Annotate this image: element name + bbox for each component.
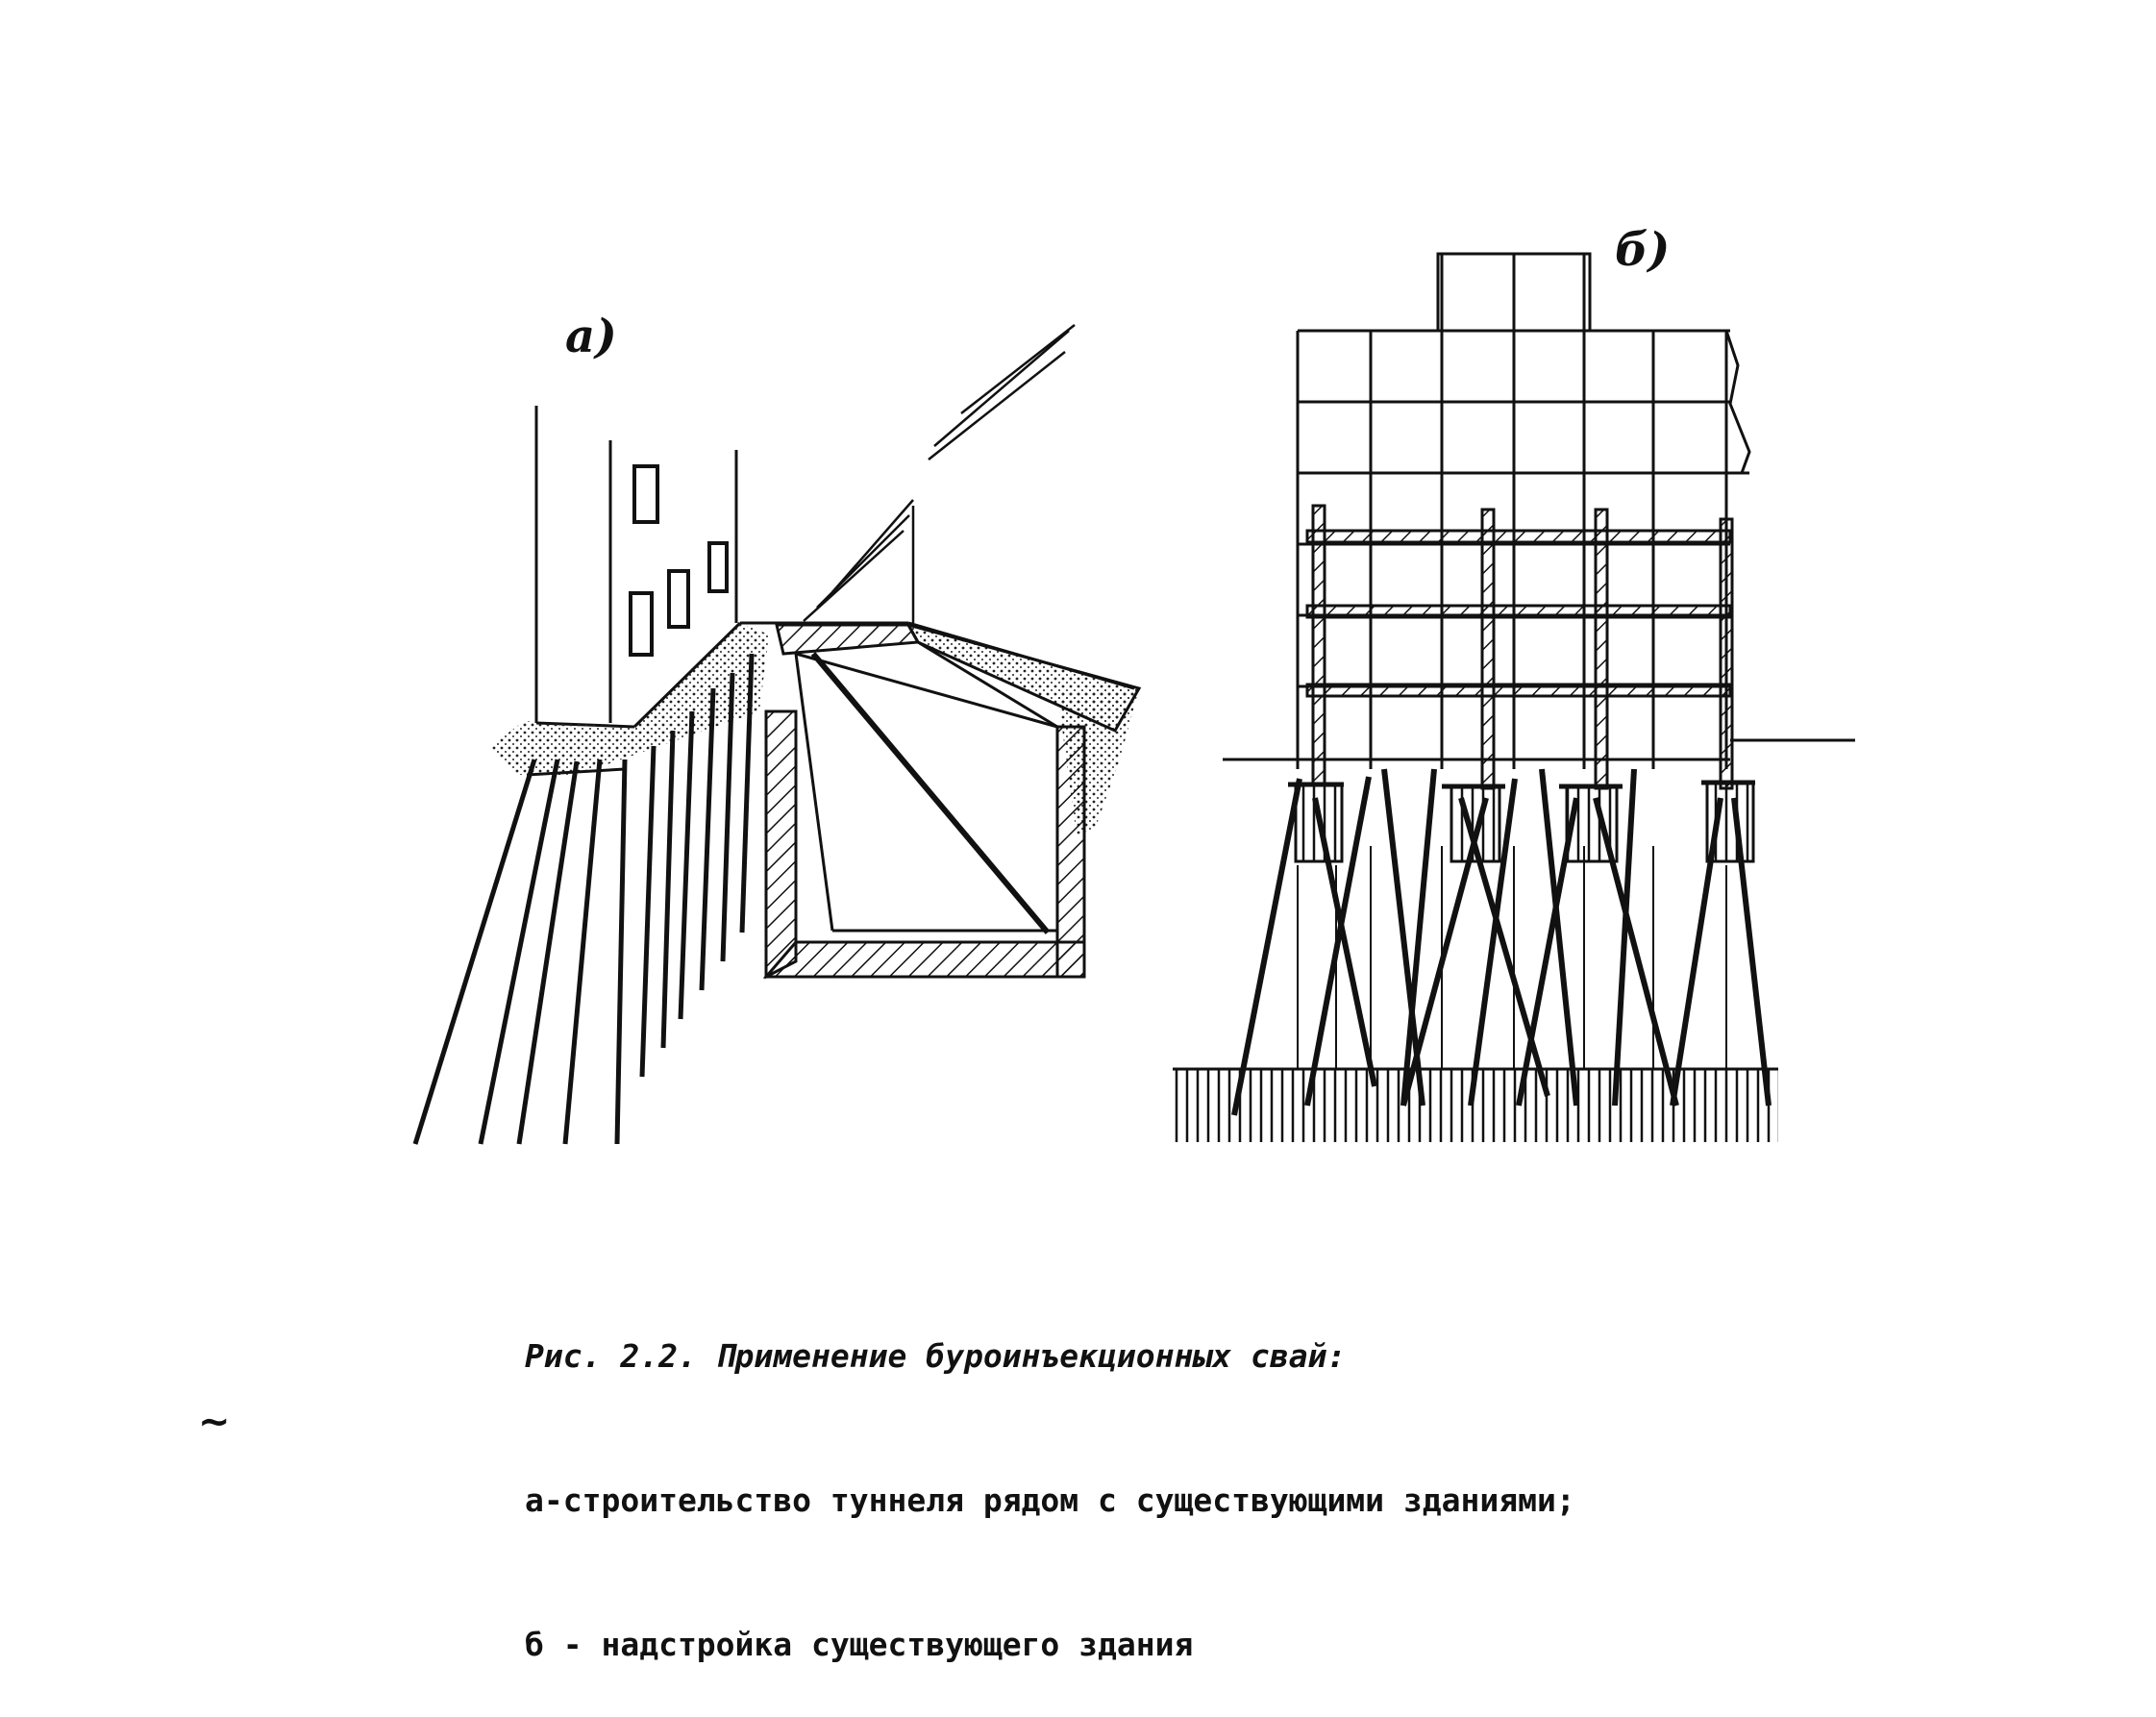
tunnel (762, 622, 1142, 980)
panel-b-drawing (1173, 252, 1855, 1142)
injection-piles-a (412, 653, 755, 1145)
adjacent-building-hatch (803, 324, 1076, 623)
caption-line-a: а-строительство туннеля рядом с существу… (525, 1481, 1575, 1519)
soil-strokes-b (1297, 846, 1727, 1069)
panel-a-label: a) (565, 310, 617, 363)
caption-line-b: б - надстройка существующего здания (525, 1626, 1194, 1663)
panel-a-drawing (412, 324, 1142, 1145)
figure-caption: Рис. 2.2. Применение буроинъекционных св… (525, 1236, 1575, 1717)
panel-b-label: б) (1615, 223, 1671, 277)
reinforcement-frame (1305, 504, 1734, 790)
caption-title: Рис. 2.2. Применение буроинъекционных св… (525, 1337, 1347, 1375)
page-mark: ~ (198, 1400, 231, 1444)
soil-a (488, 623, 769, 775)
bearing-stratum (1173, 1067, 1778, 1142)
figure-illustration (412, 252, 1855, 1145)
injection-piles-b (1231, 768, 1772, 1116)
